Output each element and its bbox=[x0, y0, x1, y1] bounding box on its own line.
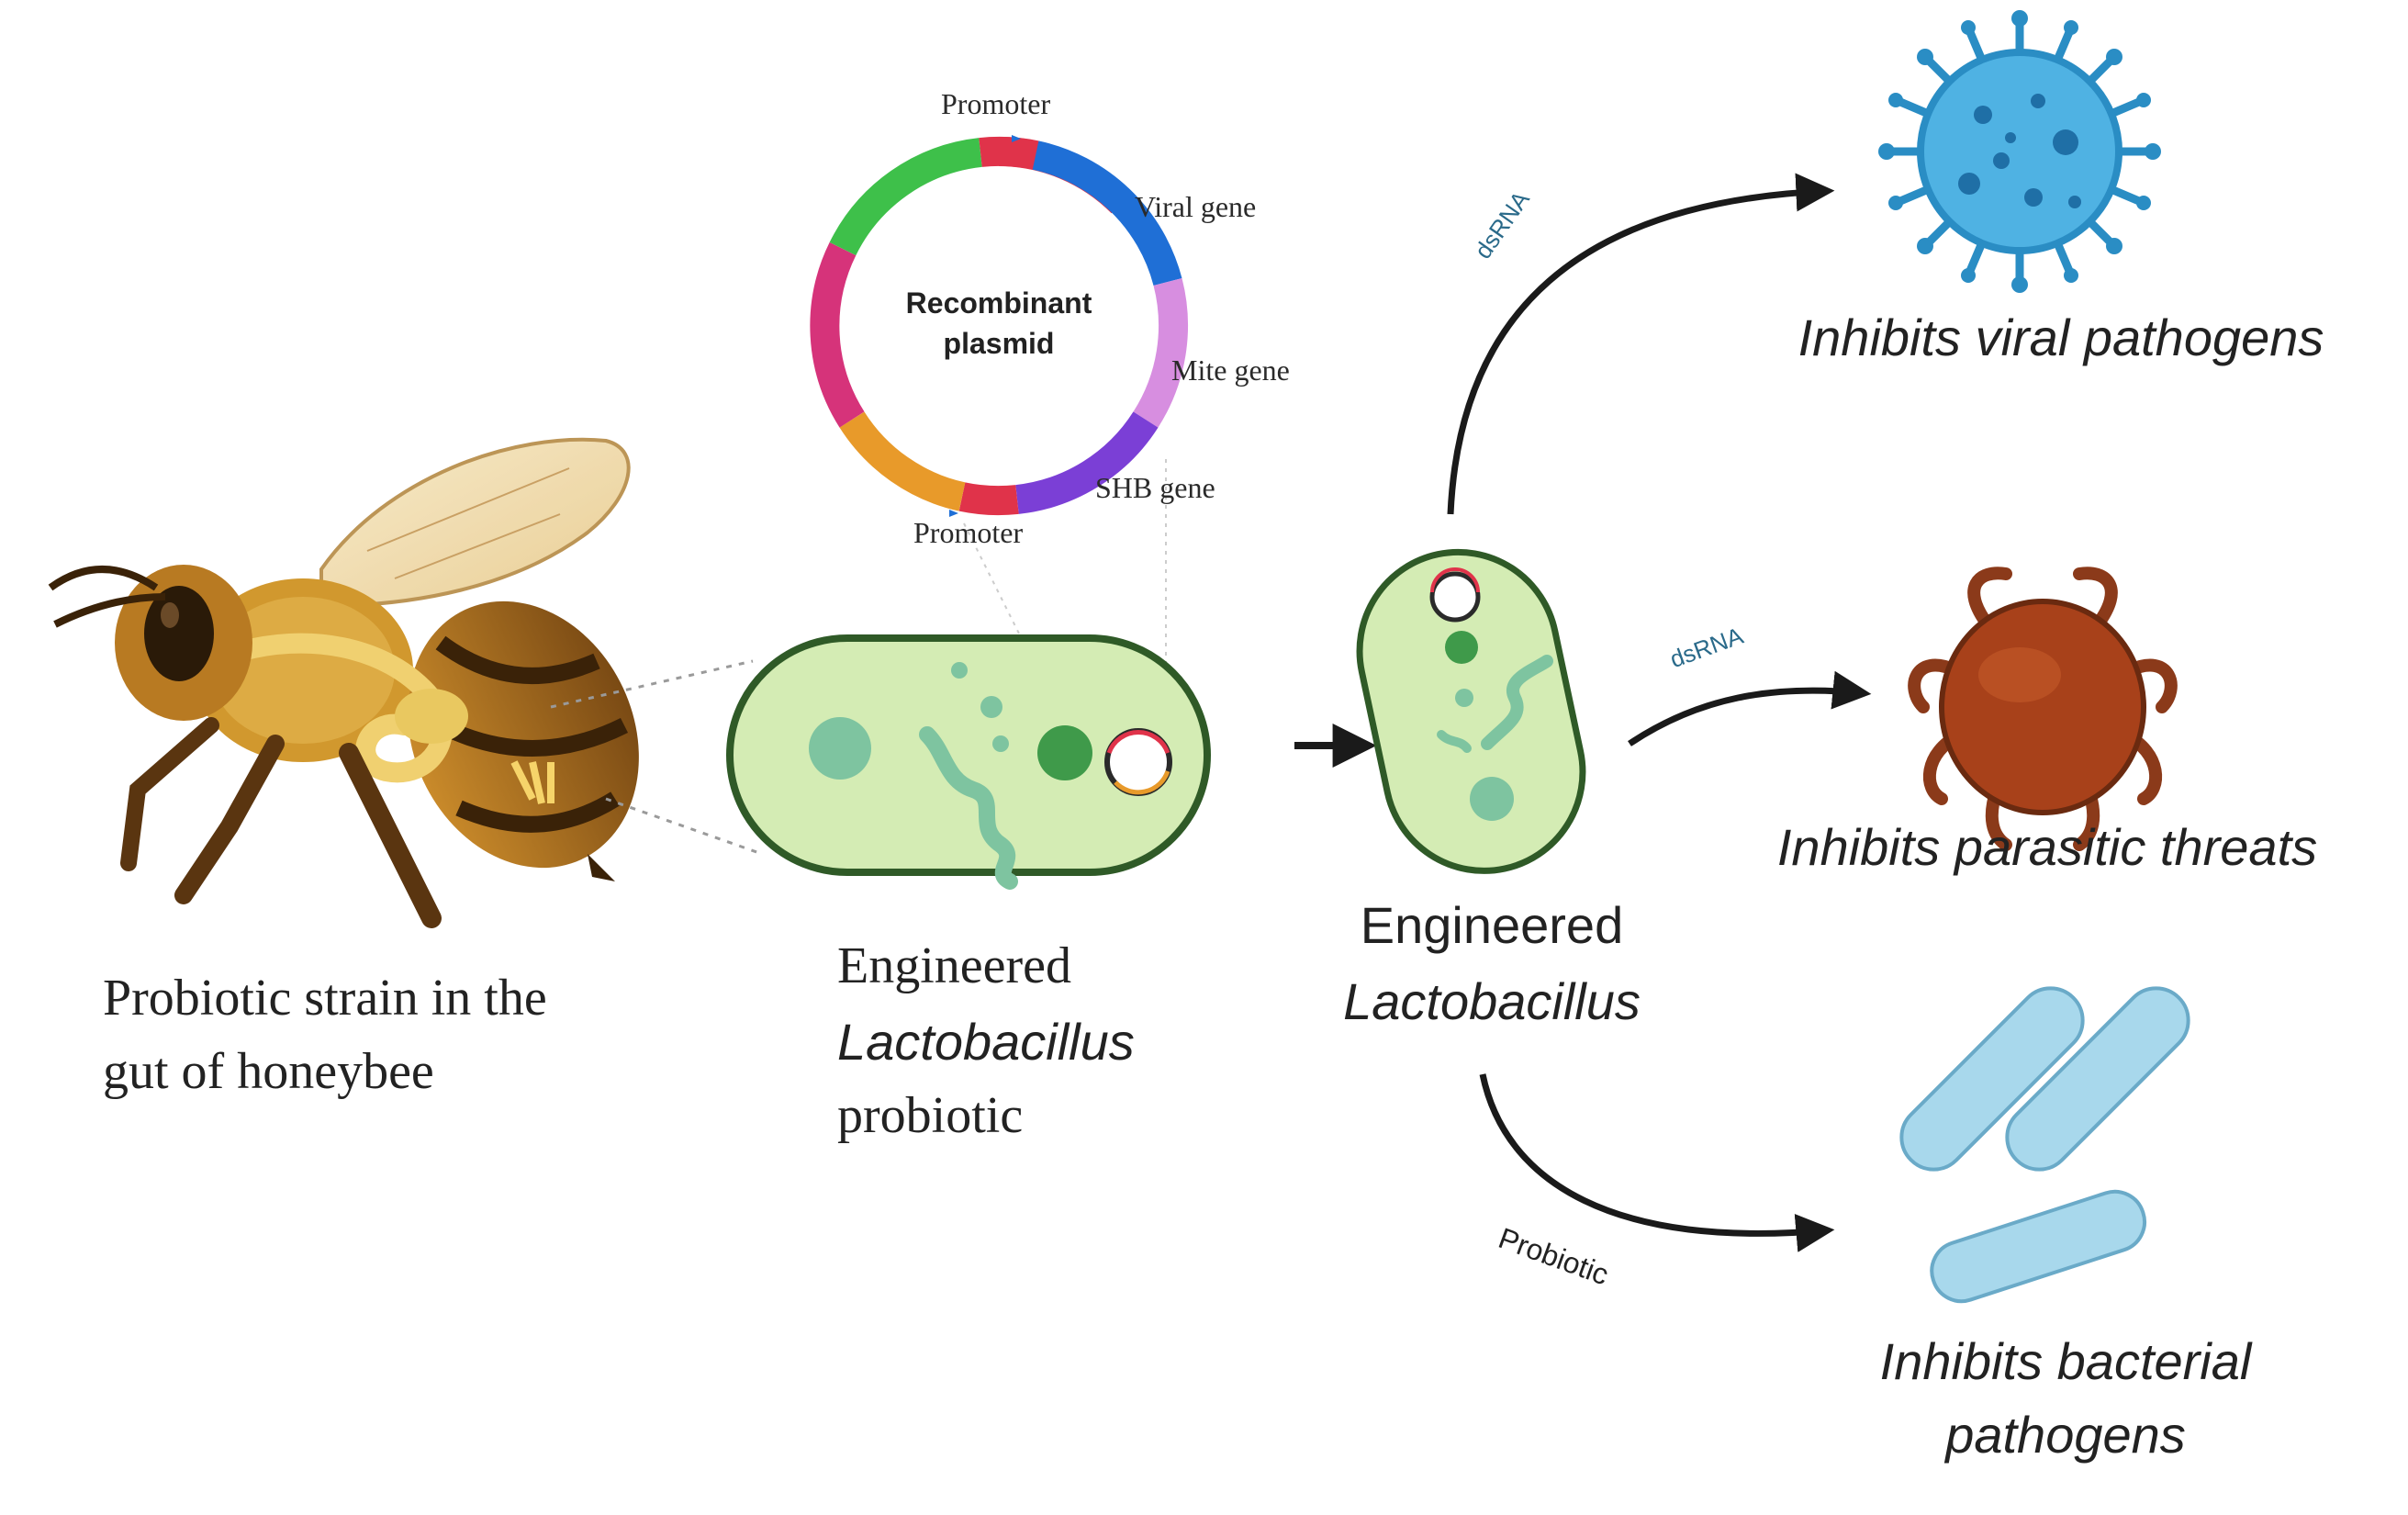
zoom-line-lower bbox=[605, 797, 763, 856]
recombinant-plasmid bbox=[810, 135, 1188, 517]
bee-caption-line2: gut of honeybee bbox=[103, 1043, 434, 1100]
mite-icon bbox=[1908, 567, 2178, 851]
engineered-cell bbox=[1356, 548, 1586, 874]
outcome-bacterial-line2: pathogens bbox=[1945, 1406, 2186, 1464]
outcome-bacterial-line1: Inhibits bacterial bbox=[1879, 1332, 2252, 1390]
probiotic-cell bbox=[726, 634, 1211, 890]
arrow-probiotic bbox=[1479, 1073, 1835, 1252]
zoom-line-plasmid-left bbox=[963, 522, 1020, 634]
engineered-caption-line2: Lactobacillus bbox=[1343, 972, 1641, 1030]
probiotic-caption-line3: probiotic bbox=[837, 1087, 1024, 1144]
bacteria-icon bbox=[1899, 986, 2190, 1304]
bee-caption-line1: Probiotic strain in the bbox=[103, 970, 547, 1027]
engineered-caption-line1: Engineered bbox=[1360, 896, 1624, 954]
plasmid-label-promoter-top: Promoter bbox=[941, 87, 1051, 120]
outcome-parasitic: Inhibits parasitic threats bbox=[1776, 818, 2318, 876]
zoom-line-upper bbox=[550, 659, 754, 709]
plasmid-label-mite-gene: Mite gene bbox=[1171, 354, 1290, 387]
plasmid-label-promoter-bottom: Promoter bbox=[913, 516, 1024, 549]
cell-vesicle-large bbox=[809, 717, 871, 780]
outcome-viral: Inhibits viral pathogens bbox=[1798, 309, 2324, 366]
plasmid-title-line1: Recombinant bbox=[905, 286, 1092, 320]
virus-icon bbox=[1878, 10, 2161, 293]
plasmid-label-shb-gene: SHB gene bbox=[1095, 471, 1215, 504]
probiotic-caption-line2: Lactobacillus bbox=[837, 1013, 1135, 1071]
probiotic-caption-line1: Engineered bbox=[837, 937, 1071, 994]
cell-vesicle-dark bbox=[1037, 725, 1092, 780]
plasmid-label-viral-gene: Viral gene bbox=[1135, 190, 1257, 223]
plasmid-title-line2: plasmid bbox=[943, 327, 1055, 360]
arrow-dsrna-top bbox=[1447, 173, 1835, 515]
cell-dna bbox=[919, 726, 1018, 890]
arrow-dsrna-middle bbox=[1628, 670, 1872, 746]
honeybee-illustration bbox=[48, 437, 639, 928]
